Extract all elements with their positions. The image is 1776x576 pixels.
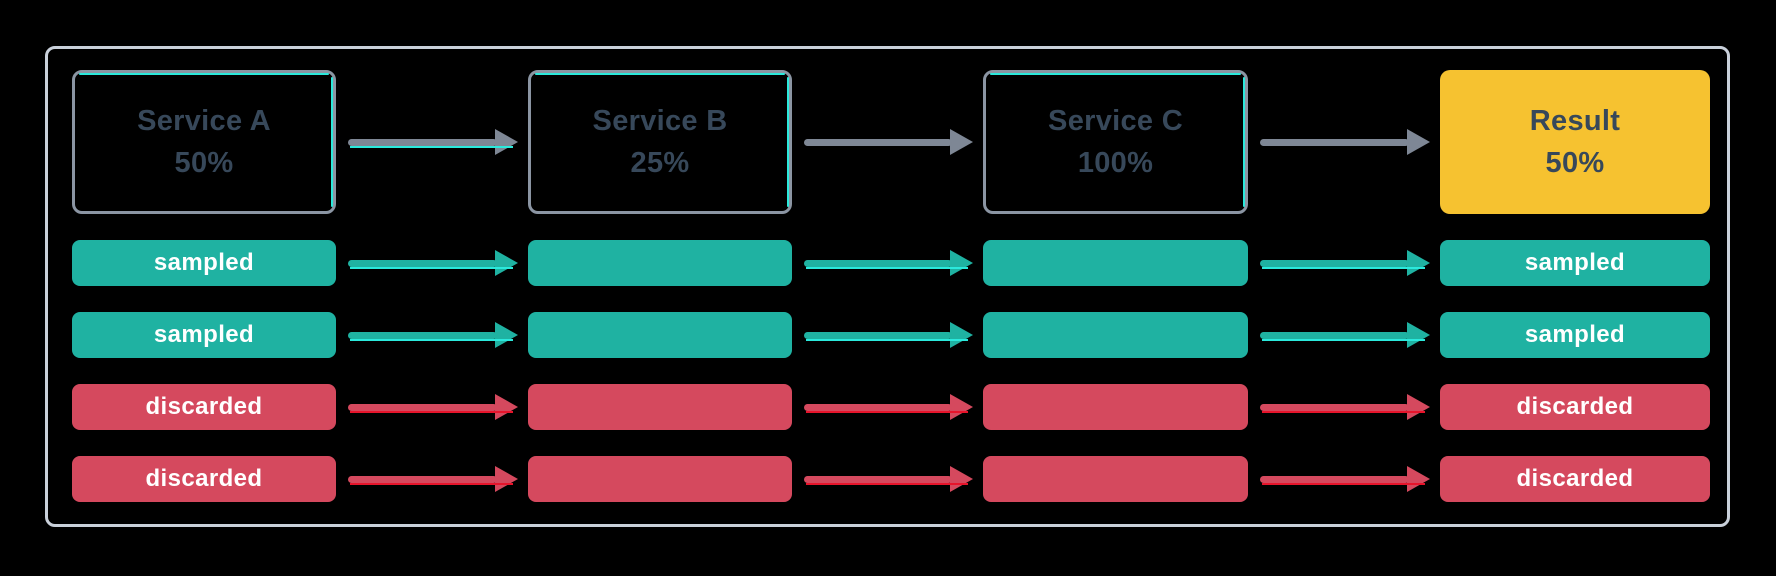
arrow-shaft xyxy=(804,331,968,341)
arrow-shaft xyxy=(348,475,513,485)
trace-bar-discarded xyxy=(983,384,1248,430)
arrow-discarded xyxy=(336,384,528,430)
trace-bar-sampled: sampled xyxy=(1440,312,1710,358)
arrow-shaft xyxy=(1260,475,1425,485)
red-arrow xyxy=(1260,394,1430,420)
arrowhead-right-icon xyxy=(1407,250,1430,276)
trace-bar-label: discarded xyxy=(1516,465,1634,492)
trace-bar-discarded: discarded xyxy=(72,384,336,430)
green-arrow xyxy=(348,322,518,348)
arrowhead-right-icon xyxy=(950,466,973,492)
arrow-sampled xyxy=(336,312,528,358)
diagram-grid: Service A 50% Service B 25% Service C 10… xyxy=(72,70,1727,502)
arrow-discarded xyxy=(792,384,983,430)
service-c-rate: 100% xyxy=(1077,147,1154,179)
arrowhead-right-icon xyxy=(950,129,973,155)
green-arrow xyxy=(1260,322,1430,348)
result-box: Result 50% xyxy=(1440,70,1710,214)
green-arrow xyxy=(348,250,518,276)
trace-bar-sampled: sampled xyxy=(1440,240,1710,286)
trace-bar-discarded: discarded xyxy=(72,456,336,502)
service-a-name: Service A xyxy=(137,105,271,137)
red-arrow xyxy=(804,466,973,492)
arrow-shaft xyxy=(1260,331,1425,341)
trace-bar-discarded: discarded xyxy=(1440,456,1710,502)
red-arrow xyxy=(1260,466,1430,492)
arrow-shaft xyxy=(348,403,513,413)
arrowhead-right-icon xyxy=(495,250,518,276)
arrow-service-a-to-b xyxy=(336,70,528,214)
arrow-shaft xyxy=(804,475,968,485)
service-b-name: Service B xyxy=(592,105,728,137)
arrow-shaft xyxy=(348,331,513,341)
arrow-shaft xyxy=(804,403,968,413)
trace-bar-sampled: sampled xyxy=(72,240,336,286)
arrow-discarded xyxy=(1248,456,1440,502)
gray-arrow xyxy=(804,129,973,155)
service-c-name: Service C xyxy=(1048,105,1183,137)
result-name: Result xyxy=(1529,105,1621,137)
arrowhead-right-icon xyxy=(495,129,518,155)
sampling-diagram-panel: Service A 50% Service B 25% Service C 10… xyxy=(45,46,1730,527)
red-arrow xyxy=(348,394,518,420)
arrowhead-right-icon xyxy=(950,394,973,420)
arrow-sampled xyxy=(1248,312,1440,358)
gray-arrow xyxy=(348,129,518,155)
arrowhead-right-icon xyxy=(495,466,518,492)
arrow-shaft xyxy=(1260,403,1425,413)
arrowhead-right-icon xyxy=(495,394,518,420)
green-arrow xyxy=(804,322,973,348)
arrow-service-b-to-c xyxy=(792,70,983,214)
trace-bar-sampled xyxy=(528,240,792,286)
arrowhead-right-icon xyxy=(1407,129,1430,155)
trace-bar-label: discarded xyxy=(145,393,263,420)
trace-bar-label: sampled xyxy=(153,249,255,276)
trace-bar-sampled: sampled xyxy=(72,312,336,358)
trace-bar-discarded xyxy=(528,384,792,430)
trace-bar-label: discarded xyxy=(1516,393,1634,420)
trace-bar-discarded: discarded xyxy=(1440,384,1710,430)
arrowhead-right-icon xyxy=(1407,322,1430,348)
arrowhead-right-icon xyxy=(1407,394,1430,420)
green-arrow xyxy=(804,250,973,276)
arrowhead-right-icon xyxy=(1407,466,1430,492)
arrow-shaft xyxy=(1260,259,1425,269)
service-b-box: Service B 25% xyxy=(528,70,792,214)
service-b-rate: 25% xyxy=(630,147,690,179)
arrow-sampled xyxy=(792,240,983,286)
green-arrow xyxy=(1260,250,1430,276)
arrowhead-right-icon xyxy=(950,250,973,276)
service-c-box: Service C 100% xyxy=(983,70,1248,214)
arrow-discarded xyxy=(1248,384,1440,430)
arrow-service-c-to-result xyxy=(1248,70,1440,214)
trace-bar-discarded xyxy=(983,456,1248,502)
trace-bar-label: discarded xyxy=(145,465,263,492)
arrow-shaft xyxy=(348,138,513,148)
trace-bar-sampled xyxy=(528,312,792,358)
arrow-shaft xyxy=(348,259,513,269)
arrow-discarded xyxy=(792,456,983,502)
red-arrow xyxy=(348,466,518,492)
result-rate: 50% xyxy=(1545,147,1605,179)
trace-bar-label: sampled xyxy=(1524,249,1626,276)
gray-arrow xyxy=(1260,129,1430,155)
service-a-box: Service A 50% xyxy=(72,70,336,214)
trace-bar-label: sampled xyxy=(153,321,255,348)
arrow-shaft xyxy=(804,138,952,146)
arrow-sampled xyxy=(792,312,983,358)
arrow-shaft xyxy=(804,259,968,269)
arrowhead-right-icon xyxy=(495,322,518,348)
arrow-sampled xyxy=(1248,240,1440,286)
arrow-sampled xyxy=(336,240,528,286)
arrow-shaft xyxy=(1260,138,1409,146)
trace-bar-discarded xyxy=(528,456,792,502)
trace-bar-label: sampled xyxy=(1524,321,1626,348)
service-a-rate: 50% xyxy=(174,147,234,179)
red-arrow xyxy=(804,394,973,420)
trace-bar-sampled xyxy=(983,240,1248,286)
arrowhead-right-icon xyxy=(950,322,973,348)
arrow-discarded xyxy=(336,456,528,502)
trace-bar-sampled xyxy=(983,312,1248,358)
